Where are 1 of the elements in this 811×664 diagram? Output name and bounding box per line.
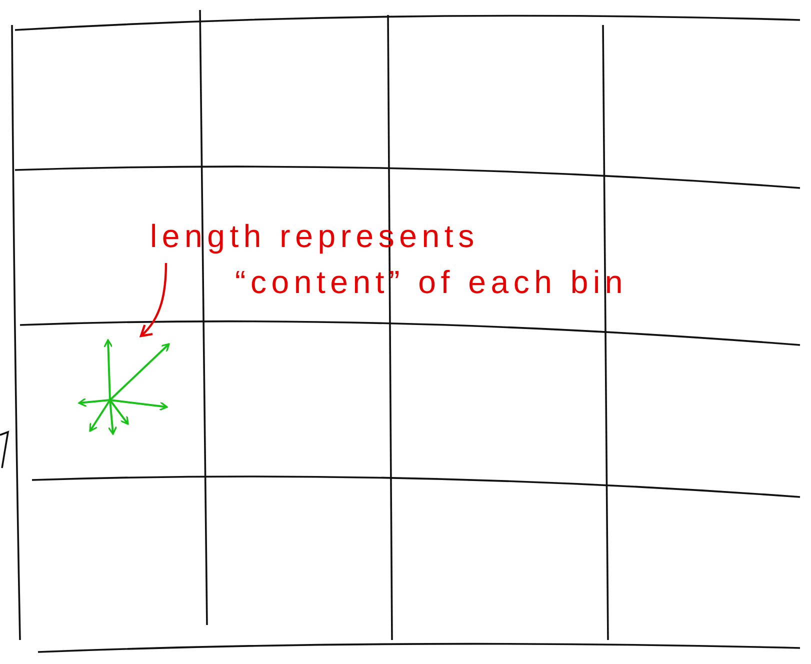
leader-arrow [140, 262, 168, 338]
